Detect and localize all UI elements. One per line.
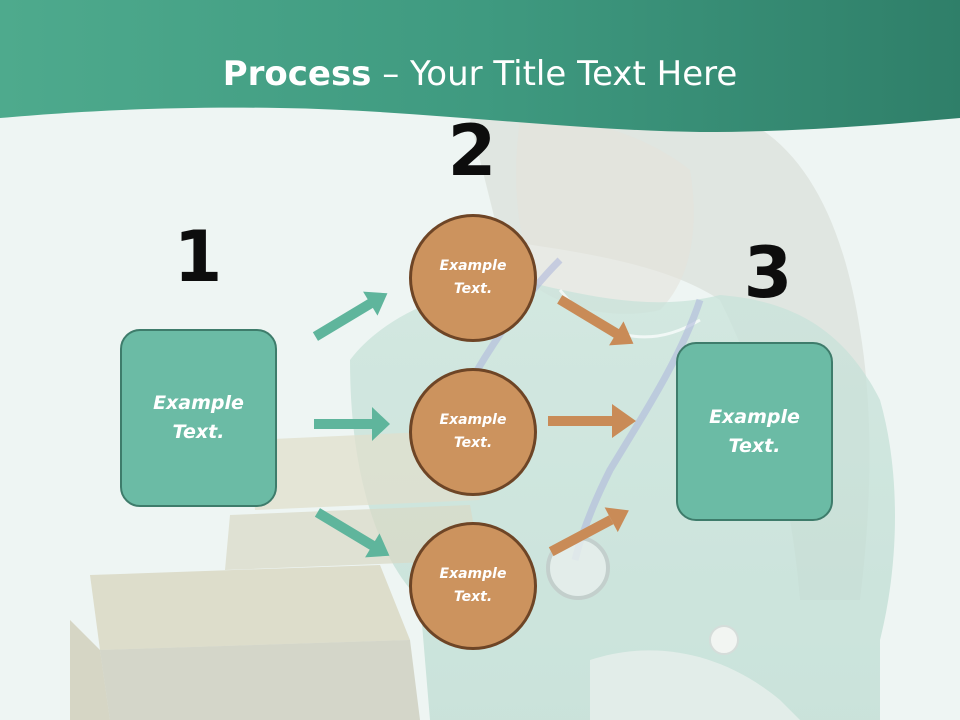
circle-middle[interactable]: Example Text.: [409, 368, 537, 496]
button-shape: [709, 625, 739, 655]
arrows-orange: [548, 295, 636, 557]
circle-bottom[interactable]: Example Text.: [409, 522, 537, 650]
step-number-1: 1: [173, 216, 223, 298]
page-title: Process – Your Title Text Here: [0, 52, 960, 96]
face-shape: [516, 117, 694, 314]
right-box[interactable]: Example Text.: [676, 342, 833, 521]
left-box[interactable]: Example Text.: [120, 329, 277, 507]
header-band: [0, 0, 960, 132]
left-box-text: Example Text.: [153, 392, 244, 443]
right-box-text: Example Text.: [709, 405, 800, 457]
arrows-green: [312, 291, 390, 558]
circle-top[interactable]: Example Text.: [409, 214, 537, 342]
circle-bottom-text: Example Text.: [439, 566, 507, 605]
title-bold: Process: [222, 54, 372, 94]
step-number-3: 3: [743, 232, 793, 314]
step-number-2: 2: [447, 110, 497, 192]
circle-middle-text: Example Text.: [439, 412, 507, 451]
title-rest: – Your Title Text Here: [371, 54, 738, 94]
circle-top-text: Example Text.: [439, 258, 507, 297]
book-4: [70, 620, 110, 720]
book-5: [100, 640, 420, 720]
sleeve-shape: [590, 650, 800, 720]
book-3: [90, 565, 410, 650]
